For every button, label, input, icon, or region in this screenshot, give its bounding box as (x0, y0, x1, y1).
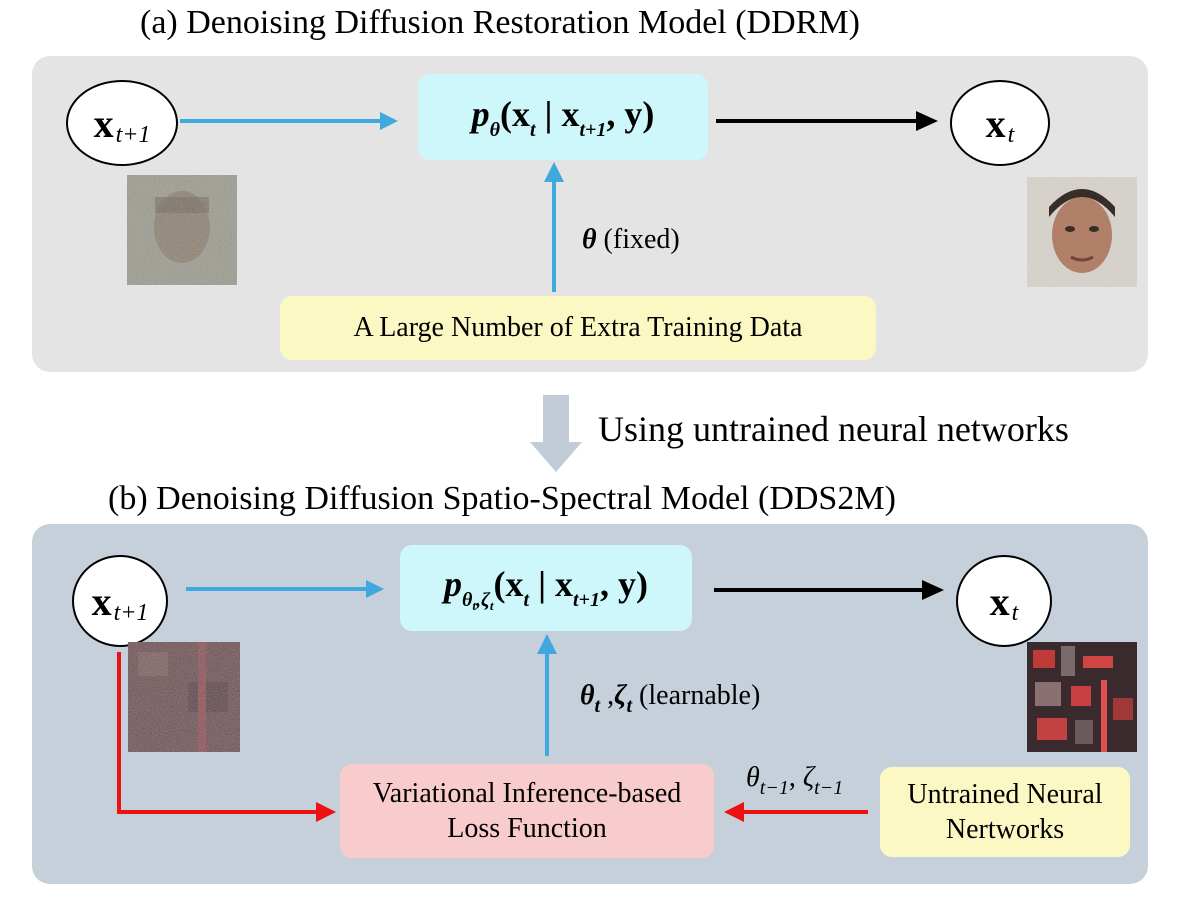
top-arrow-xt1-to-formula (180, 112, 398, 130)
bottom-arrow-formula-to-xt (714, 580, 944, 600)
prev-params-label: θt−1, ζt−1 (746, 762, 844, 799)
untrained-networks-box: Untrained Neural Nertworks (880, 767, 1130, 857)
red-arrow-xt1-to-loss (117, 652, 336, 822)
transition-arrow (530, 395, 582, 472)
top-formula-box: pθ(xt | xt+1, y) (418, 74, 708, 160)
bottom-arrow-loss-to-formula (537, 634, 557, 756)
top-param-label: θ (fixed) (582, 224, 680, 255)
bottom-title: (b) Denoising Diffusion Spatio-Spectral … (108, 480, 896, 517)
noisy-face-image (127, 175, 237, 285)
top-arrow-formula-to-xt (716, 111, 938, 131)
noisy-hsi-image (128, 642, 240, 752)
top-title: (a) Denoising Diffusion Restoration Mode… (140, 4, 860, 41)
bottom-param-label: θt ,ζt (learnable) (580, 680, 761, 717)
bottom-arrow-xt1-to-formula (186, 580, 384, 598)
top-arrow-data-to-formula (544, 162, 564, 292)
loss-box: Variational Inference-based Loss Functio… (340, 764, 714, 858)
restored-hsi-image (1027, 642, 1137, 752)
top-data-box: A Large Number of Extra Training Data (280, 296, 876, 360)
bottom-formula: pθt,ζt(xt | xt+1, y) (444, 563, 648, 613)
top-formula: pθ(xt | xt+1, y) (471, 93, 655, 141)
transition-label: Using untrained neural networks (598, 409, 1069, 449)
restored-face-image (1027, 177, 1137, 287)
bottom-formula-box: pθt,ζt(xt | xt+1, y) (400, 545, 692, 631)
red-arrow-networks-to-loss (724, 802, 868, 822)
